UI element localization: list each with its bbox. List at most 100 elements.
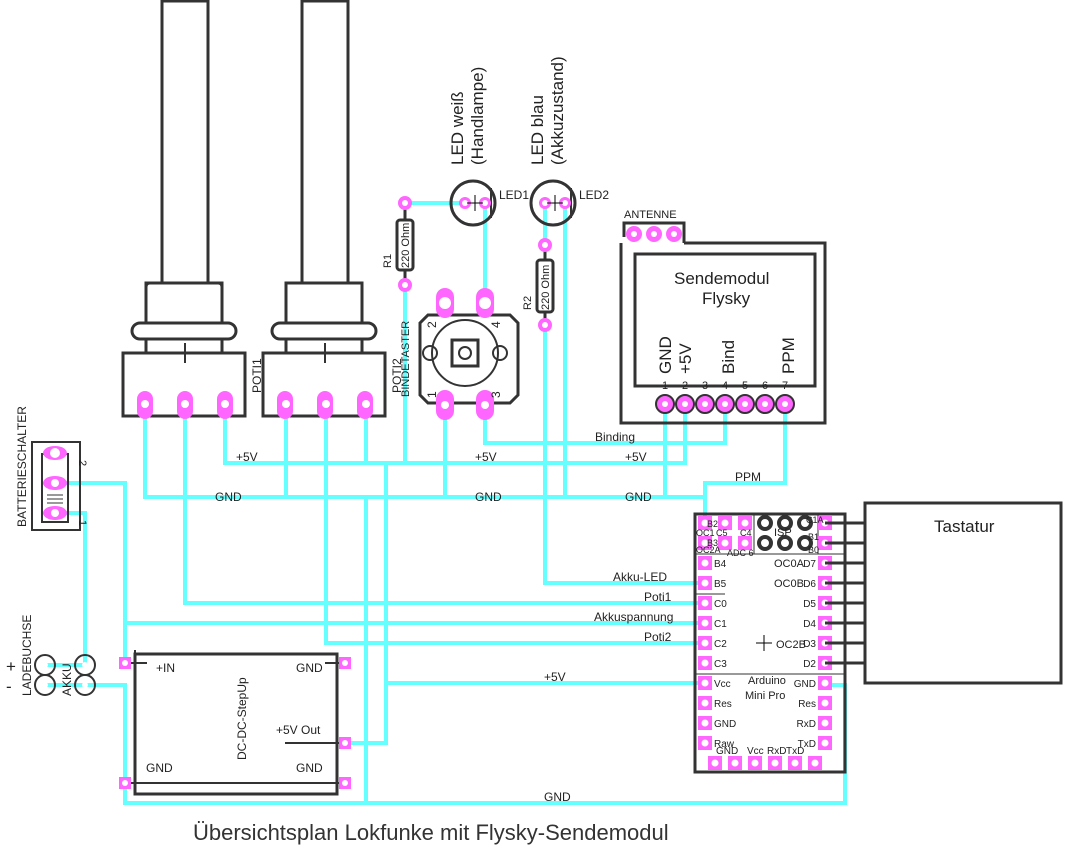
sendemodul-title-line1: Sendemodul [674,269,769,288]
tastatur-connections [825,521,865,665]
arduino-left-pin-res [698,696,712,710]
sendemodul-flysky[interactable]: ANTENNE Sendemodul Flysky GND +5V Bind P… [619,209,827,425]
arduino-right-label: D3 [803,639,816,650]
batterieschalter-label: BATTERIESCHALTER [15,406,29,527]
arduino-top-label: ADC 6 [727,548,754,558]
led2-desc-line2: (Akkuzustand) [548,56,567,165]
arduino-top-label: B3 [707,538,718,548]
arduino-top-label: B0 [808,545,819,555]
arduino-top-label: C5 [716,528,728,538]
arduino-top-label: OC2A [696,545,721,555]
arduino-left-label: B4 [714,559,727,570]
send-pin-number: 3 [702,380,708,392]
dc-dc-stepup[interactable]: +IN GND +5V Out GND GND DC-DC-StepUp [119,650,351,796]
arduino-bottom-pad [788,756,802,770]
wires [43,201,847,805]
wire-5v-out [343,461,388,745]
arduino-top-label: C1A [806,515,824,525]
ladebuchse[interactable]: LADEBUCHSE + - [6,615,56,696]
taster-pin1: 1 [425,391,439,398]
arduino-left-label: C3 [714,659,727,670]
send-label-ppm: PPM [779,337,798,374]
antenna-label: ANTENNE [624,209,677,221]
isp-header: ISP [757,515,813,551]
arduino-oc0b: OC0B [774,578,804,590]
led2[interactable]: LED2 LED blau (Akkuzustand) [528,56,609,227]
arduino-right-pin-rxd [818,716,832,730]
arduino-left-pin-gnd [698,716,712,730]
send-label-5v: +5V [676,343,695,374]
r2-value: 220 Ohm [540,265,552,310]
send-pin-number: 5 [742,380,748,392]
arduino-oc0a: OC0A [774,558,805,570]
send-pin-1: 1 [655,380,675,414]
arduino-right-pin-txd [818,736,832,750]
arduino-bottom-pad [748,756,762,770]
arduino-right-label: D7 [803,559,816,570]
arduino-bottom-label: GND [716,746,738,757]
arduino-top-pad [698,516,712,530]
wire-r2-akkuled [543,323,707,585]
arduino-right-label: TxD [798,739,816,750]
net-5v-a: +5V [236,450,258,464]
r2-name: R2 [522,296,534,310]
poti2[interactable]: POTI2 [261,0,404,418]
arduino-bottom-pad [768,756,782,770]
net-akkuspannung: Akkuspannung [594,610,673,624]
taster-pin3: 3 [489,391,503,398]
resistor-r1[interactable]: 220 Ohm R1 [382,196,415,292]
wire-poti1-wiper [183,403,707,605]
send-pin-7: 7 [775,380,795,414]
arduino-line1: Arduino [748,675,786,687]
arduino-top-pad [738,536,752,550]
batterieschalter[interactable]: 2 1 BATTERIESCHALTER [15,406,88,531]
arduino-bottom-label: RxD [767,746,786,757]
arduino-left-pin-raw [698,736,712,750]
arduino-right-label: Res [798,699,816,710]
arduino-right-label: GND [794,679,816,690]
poti1[interactable]: POTI1 [121,0,264,418]
schalter-pin1: 1 [76,520,88,526]
arduino-left-pin-b5 [698,576,712,590]
wire-poti1-gnd [143,403,707,499]
send-pin-number: 1 [662,380,668,392]
resistor-r2[interactable]: 220 Ohm R2 [522,238,555,332]
wire-akkuspannung [53,481,707,625]
net-ppm: PPM [735,470,761,484]
bindetaster[interactable]: 2 4 1 3 BINDETASTER [400,288,520,420]
led1-name: LED1 [499,188,529,202]
arduino-oc2b: OC2B [776,639,806,651]
led1[interactable]: LED1 LED weiß (Handlampe) [448,67,529,227]
isp-pin [797,535,813,551]
tastatur-label: Tastatur [934,517,995,536]
arduino-left-label: Raw [714,739,735,750]
isp-pin [777,515,793,531]
net-gnd-c: GND [625,490,652,504]
arduino-right-pin-res [818,696,832,710]
arduino-top-pad [698,536,712,550]
arduino-left-pin-b4 [698,556,712,570]
arduino-left-pin-c1 [698,616,712,630]
arduino-left-label: C2 [714,639,727,650]
net-binding: Binding [595,430,635,444]
wire-poti1-5v [223,403,687,465]
wire-poti2-wiper [324,403,707,645]
send-pin-6: 6 [755,380,775,414]
bindetaster-label: BINDETASTER [400,321,412,397]
arduino-right-label: D6 [803,579,816,590]
stepup-gnd-tr: GND [296,661,323,675]
arduino-top-label: B1 [808,532,819,542]
poti-pads [137,391,373,419]
tastatur[interactable]: Tastatur [863,501,1063,685]
led2-name: LED2 [579,188,609,202]
led1-desc-line1: LED weiß [448,91,467,165]
stepup-gnd-br: GND [296,761,323,775]
send-pin-4: 4 [715,380,735,414]
led2-desc-line1: LED blau [528,95,547,165]
arduino-left-pin-c2 [698,636,712,650]
akku[interactable]: AKKU [60,654,96,696]
arduino-left-label: C1 [714,619,727,630]
